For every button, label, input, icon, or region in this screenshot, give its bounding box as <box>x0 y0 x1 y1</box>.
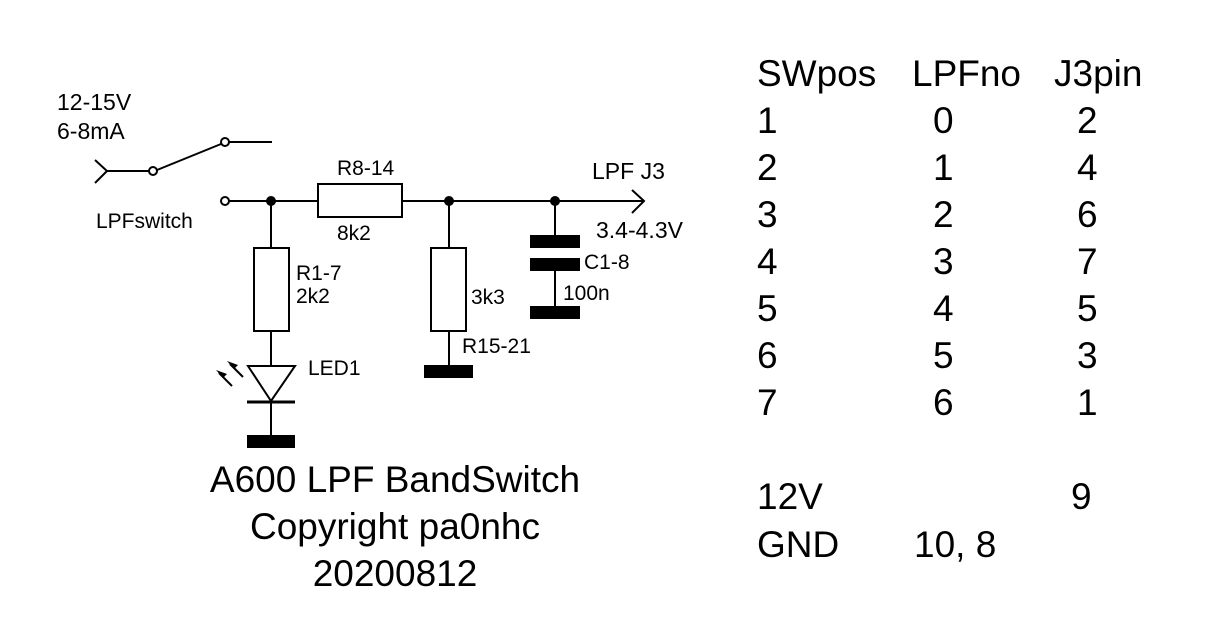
led-arrowhead <box>216 370 227 378</box>
r1-7-value-label: 2k2 <box>296 285 330 308</box>
input-arrow-icon <box>94 159 109 184</box>
cell-swpos: 2 <box>757 147 778 188</box>
capacitor-plate-bottom <box>530 258 580 271</box>
diagram-title: A600 LPF BandSwitch <box>209 459 581 500</box>
output-arrow-icon <box>631 189 646 214</box>
r8-14-ref-label: R8-14 <box>337 157 395 180</box>
r8-14-value-label: 8k2 <box>337 222 371 245</box>
led-arrowhead <box>227 361 238 369</box>
junction-dot <box>550 196 560 206</box>
r15-21-value-label: 3k3 <box>471 286 505 309</box>
table-header-j3pin: J3pin <box>1054 53 1143 94</box>
cell-j3pin: 2 <box>1077 100 1098 141</box>
cell-j3pin: 7 <box>1077 241 1098 282</box>
copyright-label: Copyright pa0nhc <box>249 506 541 547</box>
resistor-r8-14 <box>317 183 403 218</box>
resistor-r1-7 <box>253 247 290 332</box>
junction-dot <box>444 196 454 206</box>
cell-lpfno: 4 <box>933 288 954 329</box>
cell-lpfno: 6 <box>933 382 954 423</box>
power-lpfno: 10, 8 <box>914 524 997 565</box>
ground-symbol-shunt <box>424 365 473 378</box>
table-header-swpos: SWpos <box>757 53 877 94</box>
led-icon <box>246 365 297 403</box>
switch-terminal-upper <box>220 137 230 147</box>
output-voltage-label: 3.4-4.3V <box>596 217 683 243</box>
cell-j3pin: 3 <box>1077 335 1098 376</box>
cell-swpos: 7 <box>757 382 778 423</box>
supply-current-label: 6-8mA <box>57 118 125 144</box>
cell-lpfno: 0 <box>933 100 954 141</box>
r1-7-ref-label: R1-7 <box>296 262 342 285</box>
cell-swpos: 1 <box>757 100 778 141</box>
cell-lpfno: 3 <box>933 241 954 282</box>
date-label: 20200812 <box>312 553 478 594</box>
capacitor-plate-top <box>530 235 580 248</box>
cell-lpfno: 1 <box>933 147 954 188</box>
supply-voltage-label: 12-15V <box>57 89 132 115</box>
power-name: 12V <box>757 476 823 517</box>
switch-terminal-lower <box>220 196 230 206</box>
switch-label: LPFswitch <box>96 210 193 233</box>
table-header-lpfno: LPFno <box>912 53 1022 94</box>
resistor-r15-21 <box>430 247 467 332</box>
power-name: GND <box>757 524 840 565</box>
ground-symbol-led <box>247 435 295 448</box>
switch-lever <box>156 143 222 171</box>
cell-j3pin: 6 <box>1077 194 1098 235</box>
switch-common-terminal <box>148 166 158 176</box>
junction-dot <box>266 196 276 206</box>
cell-swpos: 5 <box>757 288 778 329</box>
power-pin: 9 <box>1071 476 1092 517</box>
cell-lpfno: 2 <box>933 194 954 235</box>
output-label: LPF J3 <box>592 158 665 184</box>
capacitor-value-label: 100n <box>563 282 610 305</box>
cell-swpos: 3 <box>757 194 778 235</box>
cell-swpos: 4 <box>757 241 778 282</box>
cell-j3pin: 5 <box>1077 288 1098 329</box>
ground-symbol-capacitor <box>530 306 580 319</box>
cell-j3pin: 4 <box>1077 147 1098 188</box>
capacitor-ref-label: C1-8 <box>584 251 630 274</box>
r15-21-ref-label: R15-21 <box>462 335 531 358</box>
cell-swpos: 6 <box>757 335 778 376</box>
cell-lpfno: 5 <box>933 335 954 376</box>
cell-j3pin: 1 <box>1077 382 1098 423</box>
led-ref-label: LED1 <box>308 357 361 380</box>
